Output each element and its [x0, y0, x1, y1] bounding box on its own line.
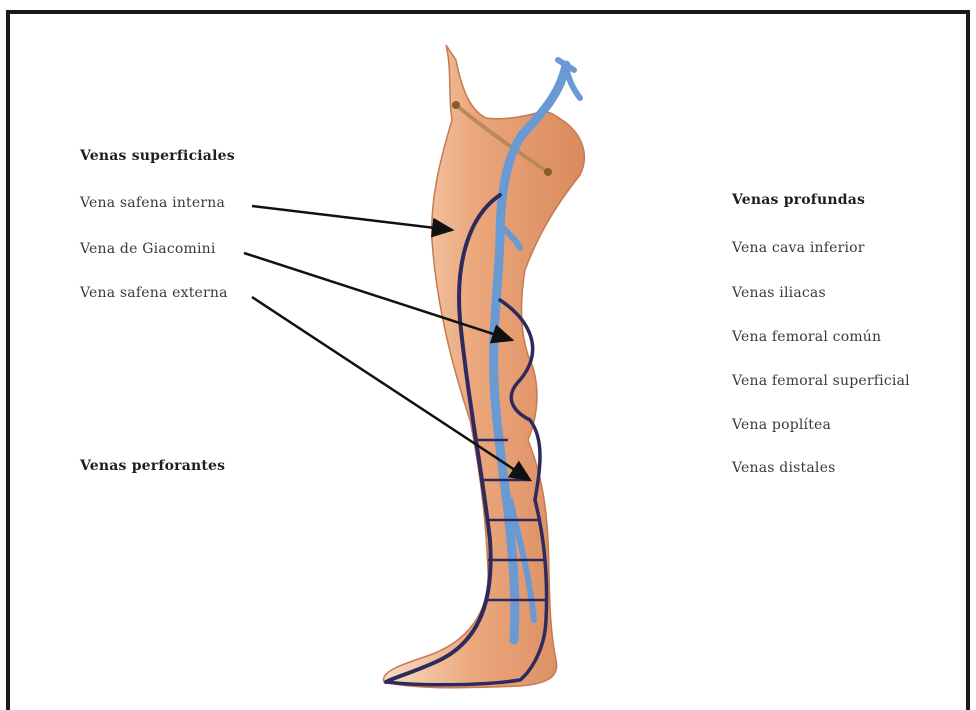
label-femoral-comun: Vena femoral común	[732, 329, 881, 345]
label-safena-interna: Vena safena interna	[80, 195, 225, 211]
heading-perforating-veins: Venas perforantes	[80, 458, 225, 474]
label-cava-inferior: Vena cava inferior	[732, 240, 865, 256]
arrow-safena-interna	[252, 206, 452, 230]
ligament-end-marker	[544, 168, 552, 176]
label-giacomini: Vena de Giacomini	[80, 241, 216, 257]
heading-superficial-veins: Venas superficiales	[80, 148, 235, 164]
label-iliacas: Venas iliacas	[732, 285, 826, 301]
label-femoral-superficial: Vena femoral superficial	[732, 373, 910, 389]
leg-silhouette	[383, 45, 584, 688]
label-distales: Venas distales	[732, 460, 835, 476]
ligament-end-marker	[452, 101, 460, 109]
label-safena-externa: Vena safena externa	[80, 285, 228, 301]
label-poplitea: Vena poplítea	[732, 417, 831, 433]
heading-deep-veins: Venas profundas	[732, 192, 865, 208]
